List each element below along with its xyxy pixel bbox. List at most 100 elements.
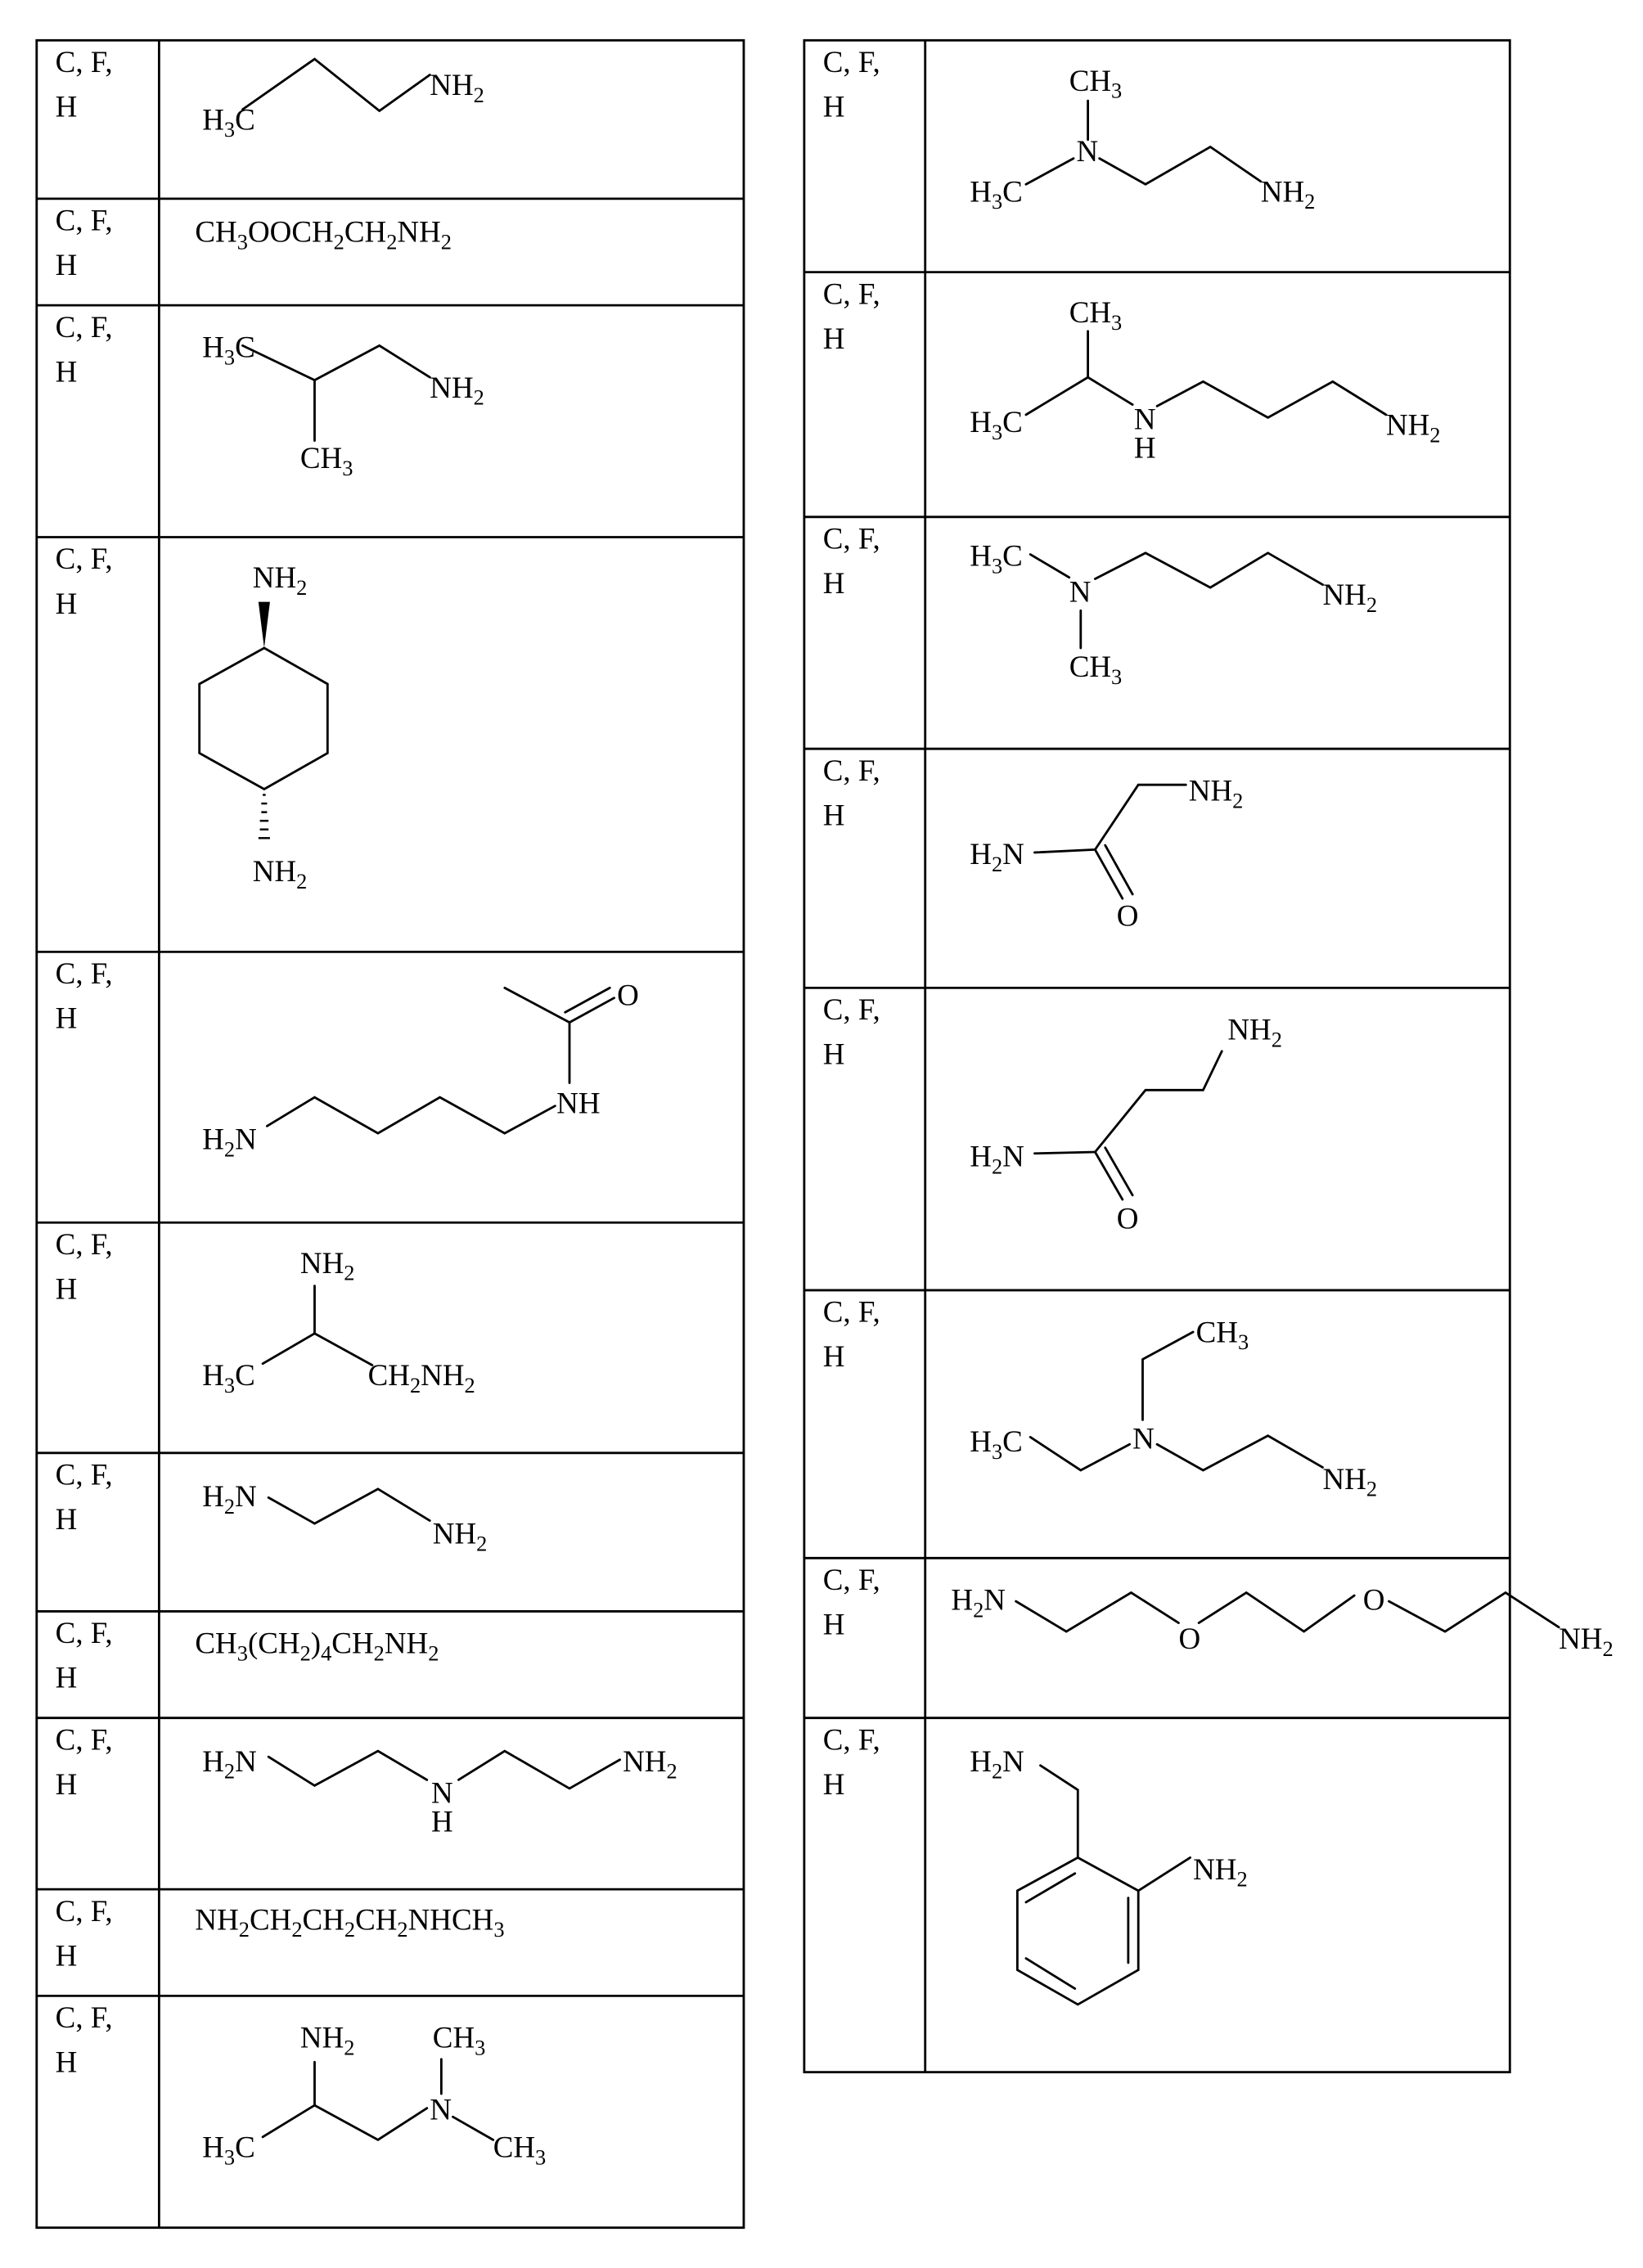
structure-acetamidobutylamine: O NH H2N (202, 978, 639, 1161)
left-table (37, 40, 744, 2227)
atom-label: CH3 (1069, 650, 1123, 689)
atom-label: H3C (202, 102, 255, 142)
wedge-bond (259, 602, 270, 648)
formula-text: NH2CH2CH2CH2NHCH3 (195, 1902, 504, 1942)
row-label-line1: C, F, (823, 1295, 880, 1329)
row-label-line1: C, F, (56, 956, 113, 990)
atom-label: N (1077, 134, 1099, 168)
atom-label: H3C (970, 405, 1023, 444)
atom-label: NH2 (253, 560, 308, 600)
atom-label: N (1132, 1422, 1155, 1456)
atom-label: N (430, 2093, 452, 2126)
formula-text: CH3(CH2)4CH2NH2 (195, 1626, 439, 1665)
row-label-line1: C, F, (56, 1227, 113, 1261)
row-label-line2: H (56, 2045, 78, 2079)
structure-propylamine: H3C NH2 (202, 59, 484, 142)
row-label-line2: H (56, 1272, 78, 1306)
row-label-line1: C, F, (56, 310, 113, 344)
atom-label: H2N (951, 1583, 1006, 1622)
row-label-line1: C, F, (56, 542, 113, 575)
left-row-labels: C, F, H C, F, H C, F, H C, F, H C, F, H C, F,… (56, 45, 113, 2079)
row-label-line1: C, F, (823, 1563, 880, 1596)
row-label-line2: H (56, 587, 78, 620)
row-label-line2: H (56, 1001, 78, 1035)
row-label-line1: C, F, (823, 1722, 880, 1756)
atom-label: NH2 (1261, 174, 1316, 214)
row-label-line1: C, F, (56, 1458, 113, 1492)
row-label-line2: H (56, 1767, 78, 1801)
structure-beta-alaninamide: NH2 H2N O (970, 1013, 1282, 1235)
row-label-line1: C, F, (823, 754, 880, 787)
atom-label: H (1134, 431, 1156, 465)
atom-label: NH2 (300, 2021, 355, 2060)
atom-label: NH2 (433, 1517, 488, 1556)
row-label-line2: H (823, 1767, 845, 1801)
atom-label: CH3 (300, 441, 353, 480)
row-label-line2: H (823, 798, 845, 831)
atom-label: CH3 (1196, 1315, 1249, 1354)
atom-label: H3C (970, 1424, 1023, 1464)
atom-label: NH2 (623, 1744, 677, 1784)
structure-ethylenedioxybis-ethylamine: H2N O O NH2 (951, 1583, 1613, 1661)
structure-glycinamide: NH2 H2N O (970, 774, 1243, 933)
atom-label: NH2 (1322, 578, 1377, 617)
atom-label: H2N (202, 1479, 257, 1519)
atom-label: NH2 (253, 854, 308, 893)
atom-label: NH2 (1386, 408, 1441, 448)
row-label-line2: H (56, 354, 78, 388)
structure-dimethylaminopropylamine: NH2 CH3 H3C N CH3 (202, 2021, 546, 2170)
row-label-line2: H (823, 90, 845, 124)
row-label-line2: H (823, 1339, 845, 1373)
atom-label: O (1117, 1201, 1139, 1235)
right-table (804, 40, 1510, 2072)
atom-label: NH2 (1193, 1852, 1248, 1892)
row-label-line1: C, F, (56, 1722, 113, 1756)
atom-label: NH (556, 1086, 600, 1119)
row-label-line2: H (56, 1502, 78, 1536)
atom-label: N (1069, 575, 1092, 609)
structure-propanediamine: NH2 H3C CH2NH2 (202, 1246, 475, 1397)
atom-label: NH2 (1559, 1622, 1614, 1661)
row-label-line1: C, F, (823, 45, 880, 79)
atom-label: O (1178, 1622, 1200, 1655)
structure-diethylenetriamine: H2N N H NH2 (202, 1744, 677, 1838)
atom-label: O (617, 978, 639, 1011)
row-label-line1: C, F, (56, 1894, 113, 1928)
row-label-line1: C, F, (823, 277, 880, 310)
row-label-line2: H (823, 322, 845, 355)
atom-label: H3C (970, 174, 1023, 214)
row-label-line1: C, F, (823, 992, 880, 1026)
atom-label: NH2 (1322, 1462, 1377, 1501)
atom-label: H2N (202, 1122, 257, 1161)
row-label-line2: H (56, 1938, 78, 1972)
atom-label: CH3 (493, 2130, 547, 2169)
atom-label: NH2 (430, 68, 484, 107)
right-row-labels: C, F, H C, F, H C, F, H C, F, H C, F, H C, F,… (823, 45, 880, 1801)
atom-label: O (1363, 1583, 1385, 1617)
atom-label: H2N (970, 1140, 1024, 1179)
row-label-line1: C, F, (823, 522, 880, 556)
structure-isopropylaminopropylamine: CH3 H3C N H NH2 (970, 295, 1440, 464)
hashed-bond (259, 795, 270, 839)
row-label-line2: H (56, 90, 78, 124)
row-label-line1: C, F, (56, 1616, 113, 1649)
atom-label: NH2 (1227, 1013, 1282, 1052)
atom-label: CH3 (1069, 295, 1123, 335)
structure-trans-cyclohexanediamine: NH2 NH2 (200, 560, 328, 893)
row-label-line2: H (823, 1608, 845, 1641)
left-table-row-dividers (37, 199, 744, 1996)
row-label-line1: C, F, (56, 45, 113, 79)
row-label-line2: H (823, 1037, 845, 1071)
atom-label: H (431, 1805, 453, 1838)
structure-ethylenediamine: H2N NH2 (202, 1479, 487, 1556)
atom-label: H3C (202, 2130, 255, 2169)
left-table-border (37, 40, 744, 2227)
structure-dimethylaminopropylamine-2: H3C N CH3 NH2 (970, 539, 1377, 689)
structure-diethylethylenediamine: CH3 H3C N NH2 (970, 1315, 1377, 1501)
atom-label: H2N (202, 1744, 257, 1784)
structure-isobutylamine: H3C NH2 CH3 (202, 330, 484, 479)
row-label-line2: H (56, 1661, 78, 1694)
row-label-line2: H (56, 248, 78, 281)
row-label-line1: C, F, (56, 204, 113, 237)
